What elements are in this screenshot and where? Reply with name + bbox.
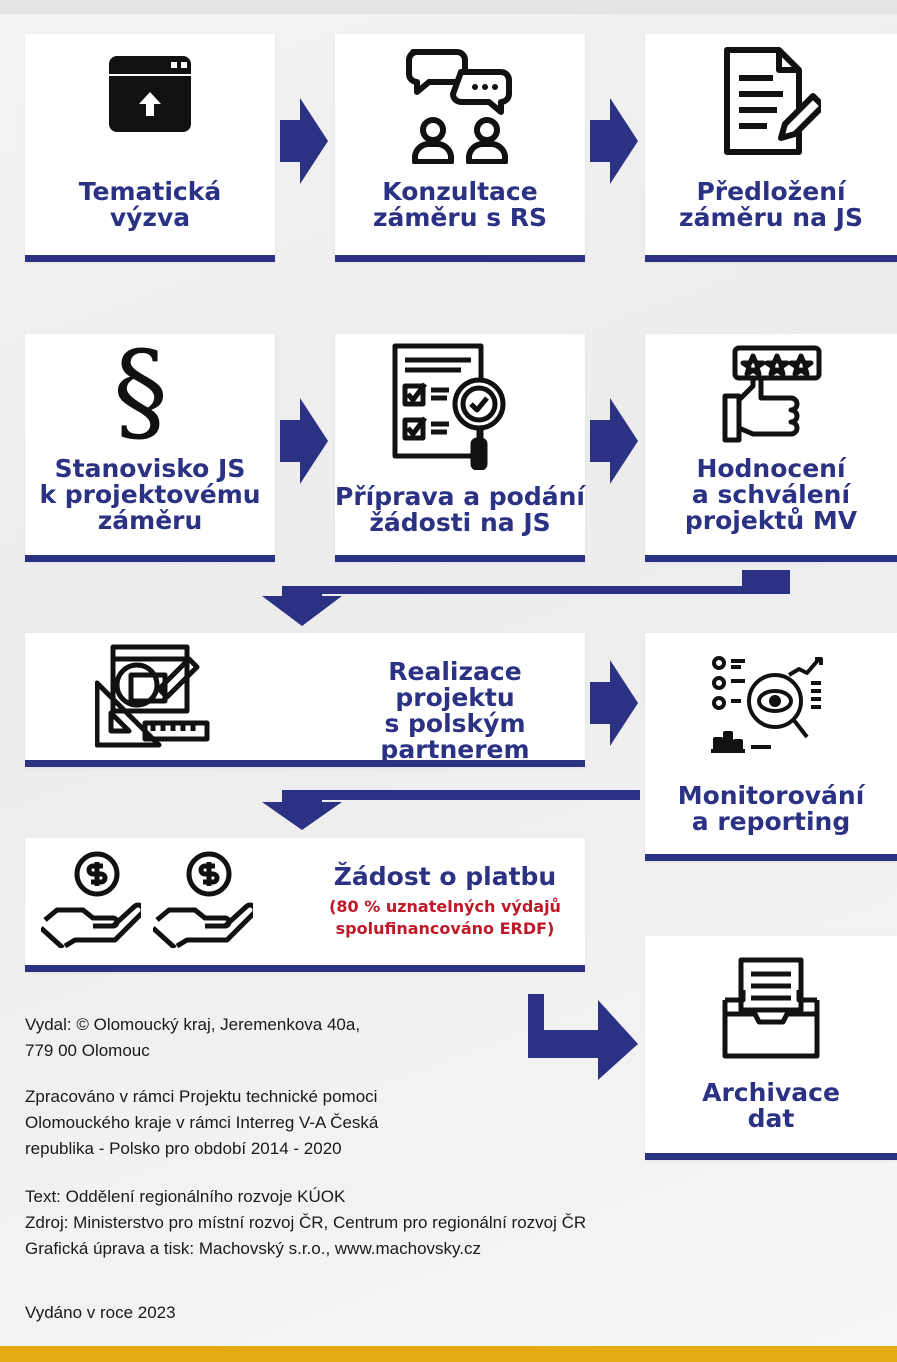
- top-band: [0, 0, 897, 14]
- step-label: Žádost o platbu: [333, 862, 557, 891]
- arrow-right-icon: [590, 660, 638, 746]
- credits-info: Text: Oddělení regionálního rozvoje KÚOK…: [25, 1187, 587, 1258]
- publication-year: Vydáno v roce 2023: [25, 1303, 176, 1322]
- arrow-down-return-icon: [262, 790, 640, 830]
- checklist-magnifier-icon: [392, 343, 506, 470]
- arrow-right-icon: [590, 98, 638, 184]
- browser-upload-icon: [109, 56, 191, 132]
- arrow-right-icon: [280, 98, 328, 184]
- chat-people-icon: [406, 49, 512, 164]
- arrow-right-bent-icon: [528, 994, 638, 1080]
- cofinancing-note: (80 % uznatelných výdajů spolufinancován…: [329, 897, 561, 938]
- arrow-right-icon: [280, 398, 328, 484]
- publisher-info: Vydal: © Olomoucký kraj, Jeremenkova 40a…: [25, 1015, 361, 1060]
- arrow-down-return-icon: [262, 570, 790, 626]
- thumbs-up-stars-icon: [722, 345, 822, 443]
- hand-coin-icon: [41, 851, 141, 948]
- arrow-right-icon: [590, 398, 638, 484]
- paragraph-icon: §: [113, 327, 168, 455]
- eye-analytics-icon: [711, 656, 823, 753]
- archive-box-icon: [722, 957, 820, 1059]
- project-info: Zpracováno v rámci Projektu technické po…: [25, 1087, 379, 1158]
- hand-coin-icon: [153, 851, 253, 948]
- step-card-zadost: Žádost o platbu (80 % uznatelných výdajů…: [25, 838, 585, 972]
- bottom-accent-bar: [0, 1346, 897, 1362]
- design-tools-icon: [95, 644, 210, 748]
- document-pen-icon: [724, 47, 821, 155]
